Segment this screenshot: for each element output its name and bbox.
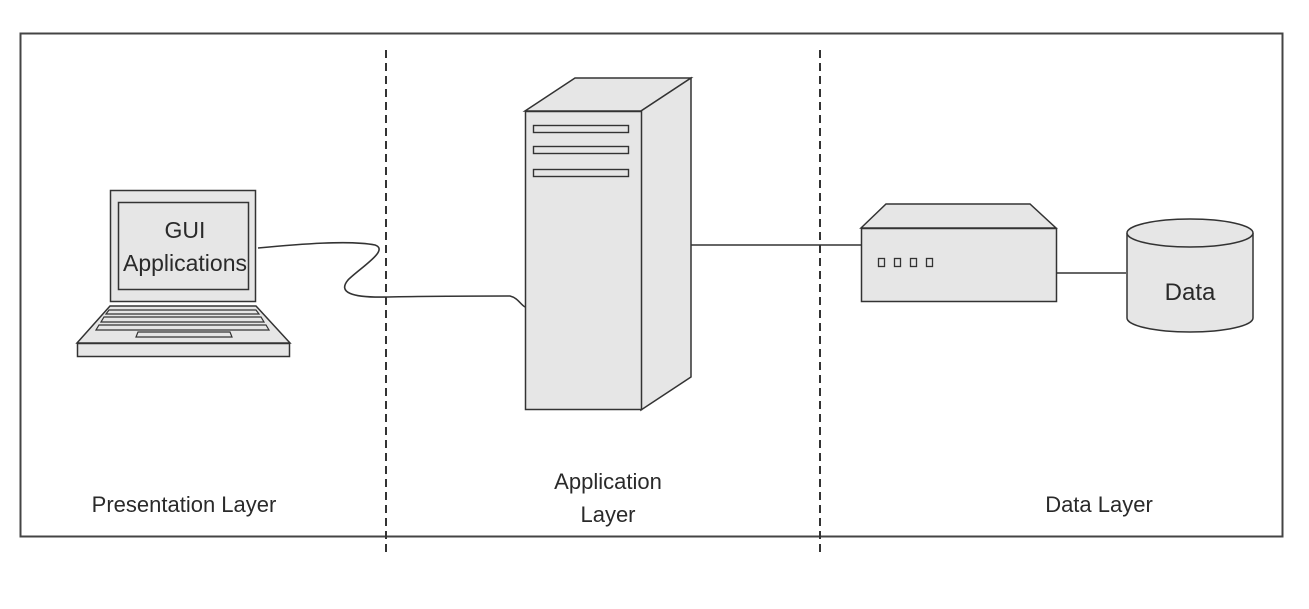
- laptop-icon: [75, 189, 292, 358]
- connection-client-to-app-server: [257, 241, 526, 308]
- database-label: Data: [1165, 279, 1216, 306]
- client-label-line-1: GUI: [165, 217, 206, 243]
- server-tower-icon: [522, 76, 694, 412]
- server-box-icon: [859, 203, 1058, 303]
- database-cylinder-icon: [1126, 218, 1254, 333]
- presentation-layer-label: Presentation Layer: [92, 492, 277, 517]
- application-layer-label-line-1: Application: [554, 469, 662, 494]
- client-label-line-2: Applications: [123, 250, 247, 276]
- application-layer-label-line-2: Layer: [580, 502, 635, 527]
- data-layer-label: Data Layer: [1045, 492, 1153, 517]
